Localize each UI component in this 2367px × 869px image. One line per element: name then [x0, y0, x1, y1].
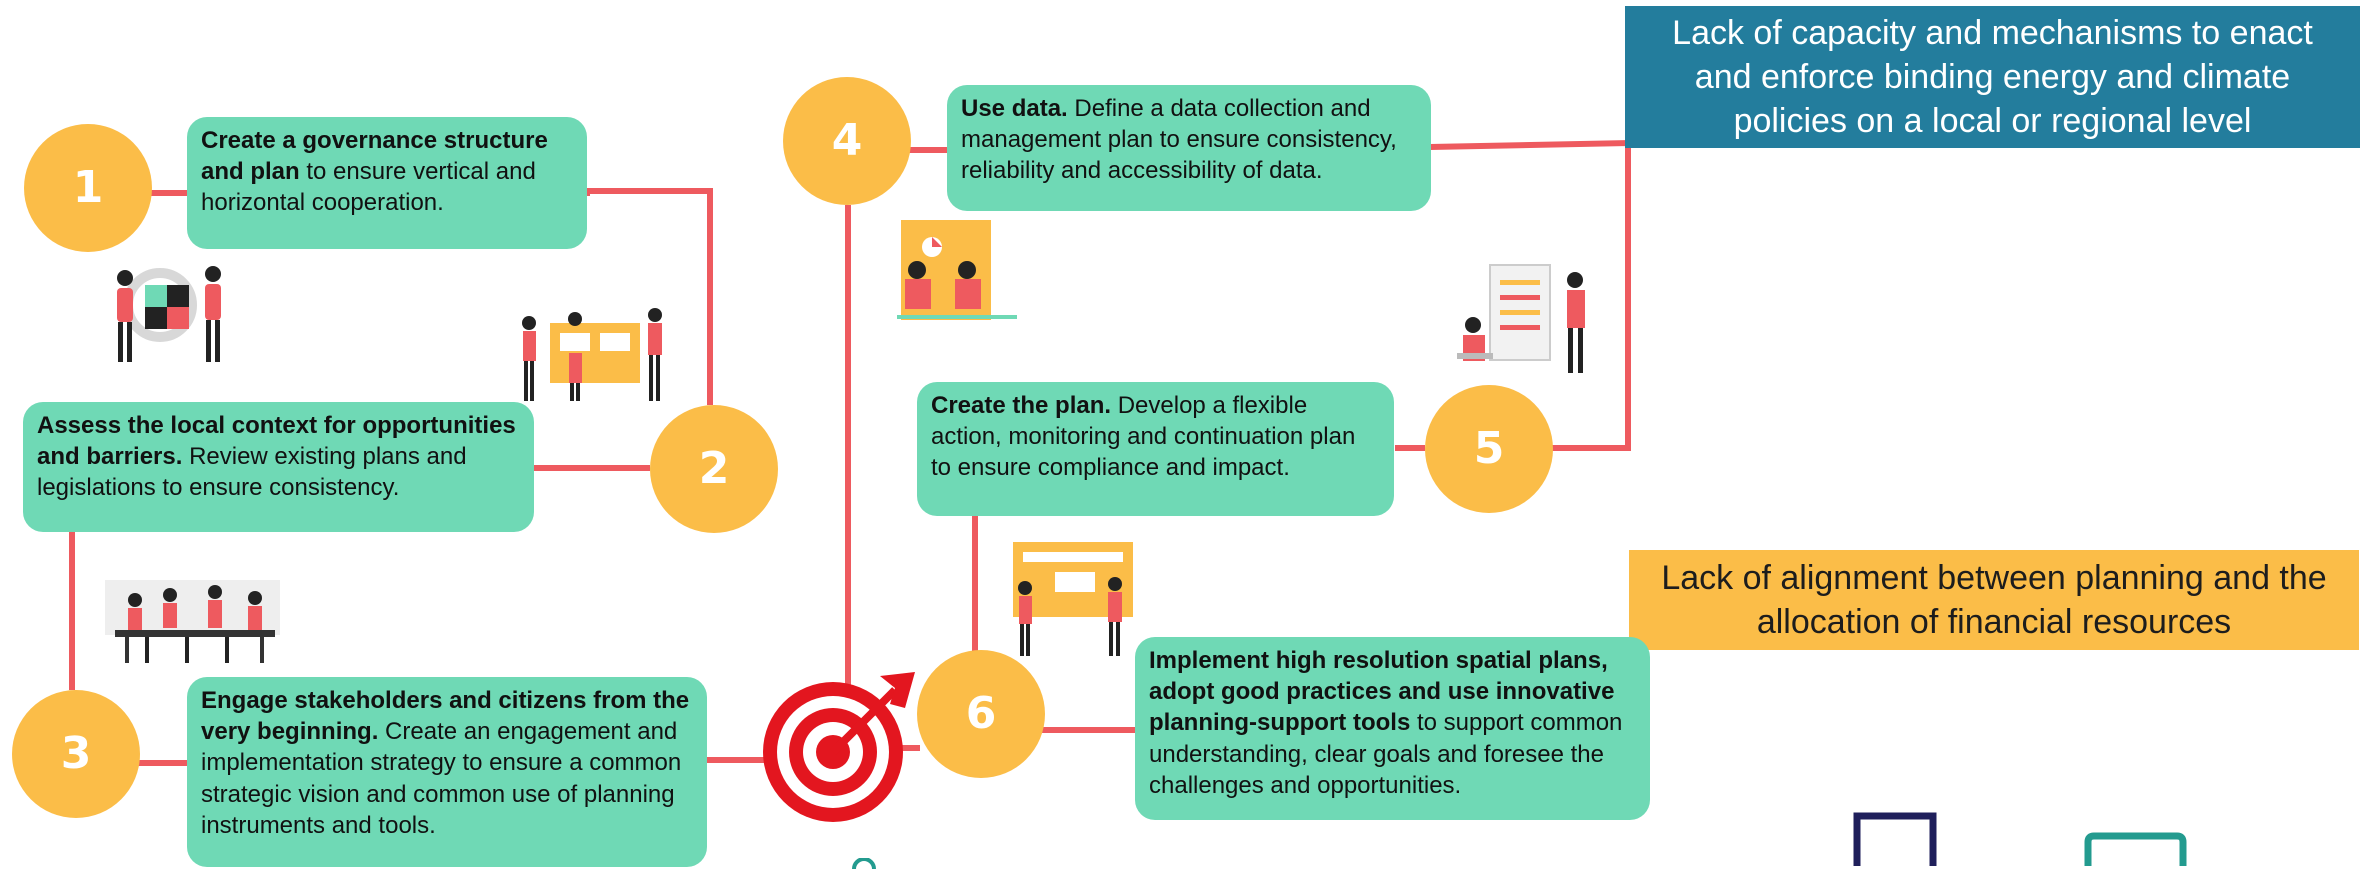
team-table-illustration [105, 580, 280, 663]
challenge-alignment: Lack of alignment between planning and t… [1629, 550, 2359, 650]
step-2-bold: Assess the local context for opportuniti… [37, 412, 516, 471]
challenge-capacity: Lack of capacity and mechanisms to enact… [1625, 6, 2360, 148]
checklist-illustration [1457, 264, 1585, 373]
step-2-card: Assess the local context for opportuniti… [23, 402, 534, 532]
partial-teal-box [2084, 832, 2187, 866]
step-5-number: 5 [1473, 423, 1505, 474]
step-1-card: Create a governance structure and plan t… [187, 117, 587, 249]
challenge-capacity-text: Lack of capacity and mechanisms to enact… [1672, 13, 2313, 141]
step-5-text: Develop a flexible action, monitoring an… [931, 392, 1356, 482]
step-6-text: to support common understanding, clear g… [1149, 709, 1623, 799]
step-6-number: 6 [965, 688, 997, 739]
step-5-circle: 5 [1425, 385, 1553, 513]
board-meeting-illustration [522, 308, 662, 401]
puzzle-team-illustration [117, 266, 221, 362]
connector-4-5 [1429, 139, 1631, 451]
step-1-number: 1 [72, 162, 104, 213]
step-2-text: Review existing plans and legislations t… [37, 443, 467, 502]
step-4-text: Define a data collection and management … [961, 95, 1397, 185]
step-6-circle: 6 [917, 650, 1045, 778]
step-3-bold: Engage stakeholders and citizens from th… [201, 687, 690, 746]
target-icon [763, 672, 915, 822]
step-4-number: 4 [831, 115, 863, 166]
step-3-circle: 3 [12, 690, 140, 818]
step-3-text: Create an engagement and implementation … [201, 718, 682, 839]
partial-circle-decoration [852, 858, 876, 869]
step-4-circle: 4 [783, 77, 911, 205]
step-1-text: to ensure vertical and horizontal cooper… [201, 158, 536, 217]
step-3-number: 3 [60, 728, 92, 779]
presentation-illustration [1013, 542, 1133, 656]
partial-dark-box [1853, 812, 1937, 866]
step-5-card: Create the plan. Develop a flexible acti… [917, 382, 1394, 516]
step-4-card: Use data. Define a data collection and m… [947, 85, 1431, 211]
step-5-bold: Create the plan. [931, 392, 1112, 419]
step-2-circle: 2 [650, 405, 778, 533]
step-1-circle: 1 [24, 124, 152, 252]
step-1-bold: Create a governance structure and plan [201, 127, 548, 186]
step-2-number: 2 [698, 443, 730, 494]
step-4-bold: Use data. [961, 95, 1068, 122]
step-6-card: Implement high resolution spatial plans,… [1135, 637, 1650, 820]
data-analysis-illustration [897, 220, 1017, 320]
step-3-card: Engage stakeholders and citizens from th… [187, 677, 707, 867]
step-6-bold: Implement high resolution spatial plans,… [1149, 647, 1615, 737]
challenge-alignment-text: Lack of alignment between planning and t… [1661, 558, 2327, 641]
